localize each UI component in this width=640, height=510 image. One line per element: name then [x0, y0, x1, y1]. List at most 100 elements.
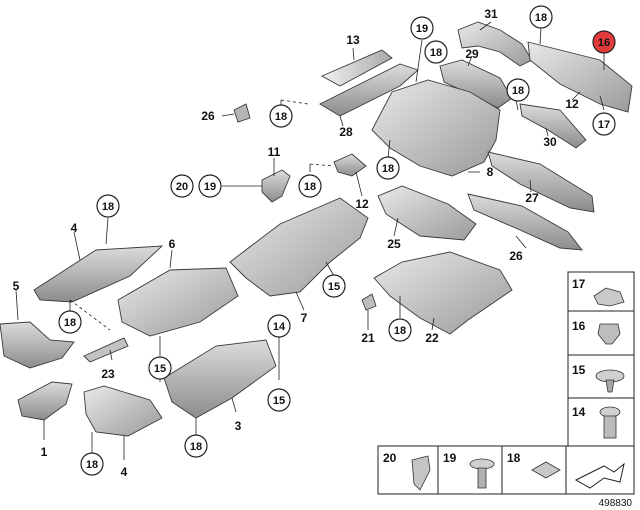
expanding-nut-icon: [599, 406, 621, 418]
part-1-shape: [17, 381, 73, 421]
label-8: 7: [301, 311, 308, 325]
part-10-shape: [527, 41, 633, 113]
bolt-icon: [597, 323, 621, 345]
callout-circles: 18 18 18 18 18 18 18 18 18 18 18 19 19 2…: [58, 5, 616, 476]
part-23-shape: [83, 337, 129, 363]
part-28-shape: [233, 103, 251, 123]
legend-right-column: 17 16 15 14: [567, 271, 635, 447]
legend-item-14[interactable]: 14: [572, 405, 621, 439]
callout-15[interactable]: 15: [148, 356, 172, 380]
legend-item-15[interactable]: 15: [572, 363, 625, 393]
callout-18[interactable]: 18: [298, 174, 322, 198]
callout-14[interactable]: 14: [267, 314, 291, 338]
label-11: 11: [268, 145, 281, 159]
legend-item-18[interactable]: 18: [507, 451, 561, 479]
svg-text:17: 17: [572, 277, 586, 291]
part-24-shape: [377, 185, 477, 241]
svg-text:17: 17: [598, 119, 610, 131]
callout-18[interactable]: 18: [58, 310, 82, 334]
callout-20[interactable]: 20: [170, 174, 194, 198]
part-26-shape: [319, 63, 419, 117]
label-5: 4: [121, 465, 128, 479]
label-24: 25: [387, 237, 401, 251]
part-13-shape: [320, 49, 393, 87]
plastic-clip-icon: [411, 455, 431, 491]
svg-text:20: 20: [176, 181, 188, 193]
callout-15[interactable]: 15: [322, 274, 346, 298]
svg-text:18: 18: [382, 163, 394, 175]
callout-18[interactable]: 18: [269, 104, 293, 128]
svg-text:14: 14: [273, 321, 286, 333]
legend-item-19[interactable]: 19: [443, 451, 495, 489]
legend-bottom-row: 20 19 18: [377, 445, 635, 495]
svg-text:15: 15: [154, 363, 166, 375]
label-29: 29: [465, 47, 479, 61]
label-31: 31: [484, 7, 498, 21]
part-31-shape: [457, 21, 533, 67]
parts-group: [0, 21, 633, 437]
callout-18[interactable]: 18: [80, 452, 104, 476]
svg-text:18: 18: [430, 47, 442, 59]
svg-text:18: 18: [535, 12, 547, 24]
callout-19[interactable]: 19: [410, 16, 434, 40]
label-7: 6: [169, 237, 176, 251]
direction-arrow-icon: [574, 462, 625, 489]
part-7-shape: [117, 267, 239, 337]
part-27-shape: [487, 151, 595, 213]
svg-text:18: 18: [304, 181, 316, 193]
clip-stem-icon: [605, 379, 615, 393]
label-3: 3: [235, 419, 242, 433]
part-8-shape: [229, 197, 369, 297]
svg-text:16: 16: [572, 319, 586, 333]
part-30-shape: [519, 103, 587, 149]
part-12-shape: [333, 153, 367, 177]
callout-18[interactable]: 18: [96, 194, 120, 218]
callout-18[interactable]: 18: [529, 5, 553, 29]
callout-18[interactable]: 18: [376, 156, 400, 180]
svg-text:15: 15: [273, 395, 285, 407]
svg-text:15: 15: [328, 281, 340, 293]
part-5-shape: [83, 385, 163, 437]
svg-text:14: 14: [572, 405, 586, 419]
part-11-shape: [261, 169, 291, 203]
svg-text:18: 18: [64, 317, 76, 329]
part-3-shape: [163, 339, 277, 419]
label-4: 4: [71, 221, 78, 235]
part-labels: 31 29 12 30 13 28 8 27 26 11 12 25 26 7 …: [13, 7, 579, 479]
part-9-shape: [371, 79, 501, 177]
callout-18[interactable]: 18: [506, 78, 530, 102]
label-13: 13: [346, 33, 360, 47]
svg-text:16: 16: [598, 37, 610, 49]
svg-text:19: 19: [443, 451, 457, 465]
part-25-shape: [467, 193, 583, 251]
part-22-shape: [373, 251, 513, 335]
svg-text:18: 18: [275, 111, 287, 123]
hex-nut-icon: [531, 461, 561, 479]
label-27: 27: [525, 191, 539, 205]
callout-15[interactable]: 15: [267, 388, 291, 412]
label-6: 5: [13, 279, 20, 293]
label-25: 26: [509, 249, 523, 263]
legend-item-20[interactable]: 20: [383, 451, 431, 491]
part-29-shape: [439, 59, 513, 109]
callout-18[interactable]: 18: [184, 434, 208, 458]
svg-text:19: 19: [416, 23, 428, 35]
svg-text:18: 18: [507, 451, 521, 465]
speed-nut-icon: [593, 287, 625, 307]
label-28: 26: [201, 109, 215, 123]
legend-item-16[interactable]: 16: [572, 319, 621, 345]
legend-item-17[interactable]: 17: [572, 277, 625, 307]
callout-18[interactable]: 18: [424, 40, 448, 64]
svg-text:15: 15: [572, 363, 586, 377]
callout-17[interactable]: 17: [592, 112, 616, 136]
svg-text:19: 19: [204, 181, 216, 193]
label-9: 8: [487, 165, 494, 179]
label-12: 12: [355, 197, 369, 211]
svg-text:18: 18: [190, 441, 202, 453]
svg-text:18: 18: [394, 325, 406, 337]
svg-text:20: 20: [383, 451, 397, 465]
callout-19[interactable]: 19: [198, 174, 222, 198]
callout-18[interactable]: 18: [388, 318, 412, 342]
callout-16-highlighted[interactable]: 16: [592, 30, 616, 54]
